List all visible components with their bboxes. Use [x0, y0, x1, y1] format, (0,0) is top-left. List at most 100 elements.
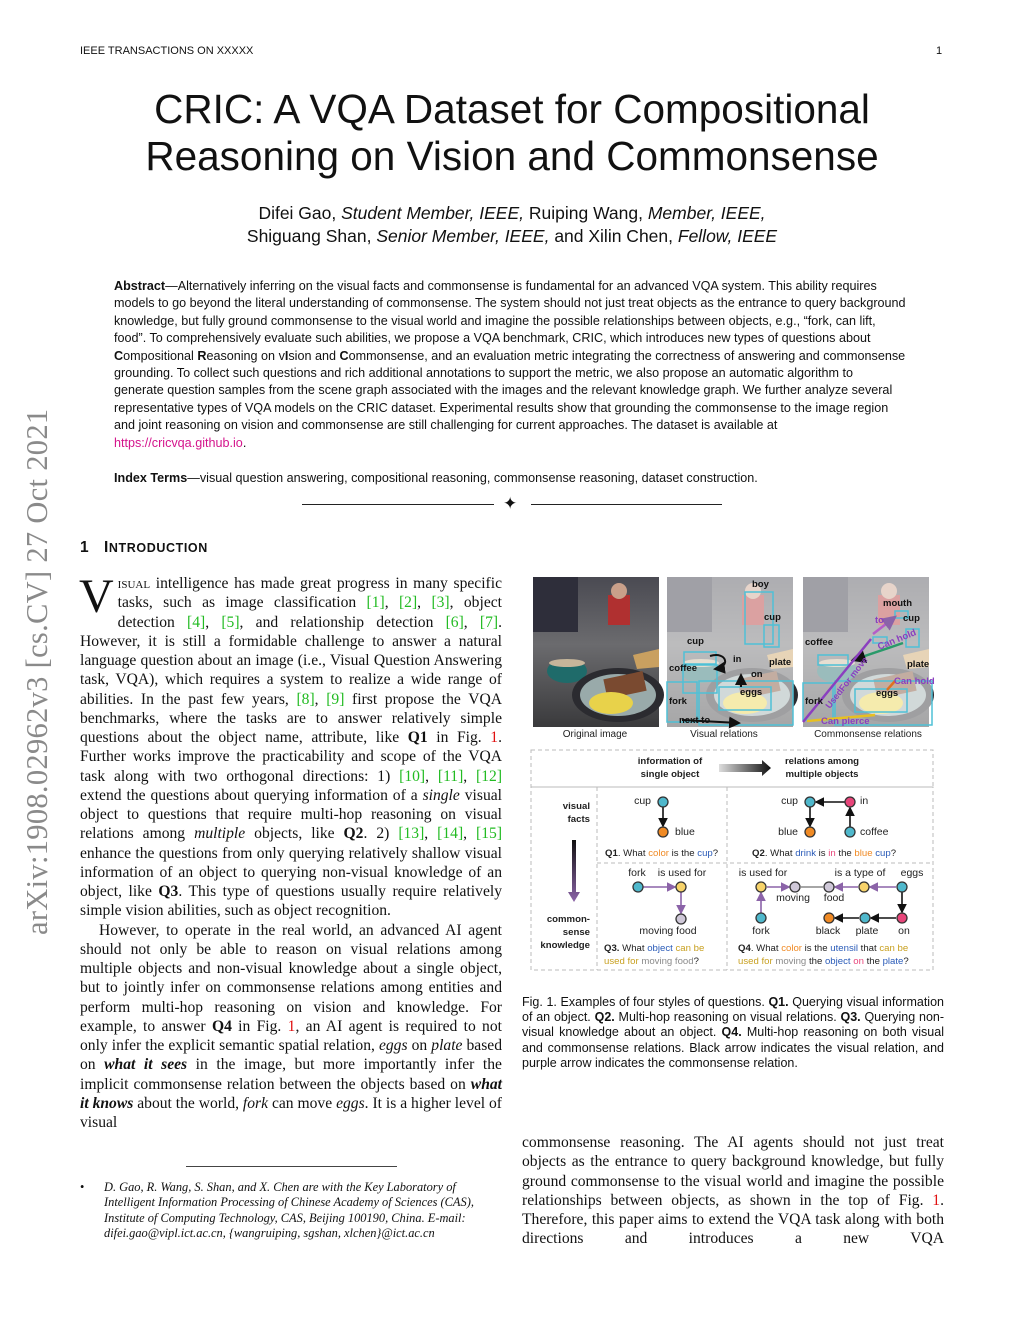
text: . What	[750, 943, 782, 954]
text: Multi-hop reasoning on visual relations.	[614, 1010, 841, 1025]
italic-text: fork	[242, 1094, 269, 1112]
text: . What	[617, 848, 649, 859]
colored-word: used for	[604, 956, 639, 967]
text: ?	[903, 956, 909, 967]
node-label: blue	[778, 826, 798, 838]
text: that	[858, 943, 880, 954]
text: ?	[693, 956, 699, 967]
citation-link[interactable]: [2]	[398, 594, 418, 612]
citation-link[interactable]: [5]	[221, 613, 240, 631]
citation-link[interactable]: [12]	[476, 767, 503, 785]
label-in: in	[733, 654, 742, 665]
italic-text: eggs	[378, 1037, 408, 1054]
italic-text: Member, IEEE,	[647, 203, 766, 223]
bold-italic-text: what it knows	[80, 1075, 502, 1112]
text: the	[806, 956, 825, 967]
text: enhance the questions from only querying…	[80, 844, 502, 901]
text: in the im­age, but more importantly infe…	[80, 1056, 502, 1093]
label-coffee: coffee	[669, 663, 697, 674]
colored-word: color	[648, 848, 669, 859]
text: , object detection	[117, 594, 502, 631]
bold-italic-text: what it sees	[104, 1056, 188, 1074]
caption-original-image: Original image	[562, 729, 628, 740]
text: —visual question answering, compositiona…	[187, 471, 758, 486]
node-label: is used for	[657, 867, 707, 879]
italic-text: Senior Member, IEEE,	[376, 225, 550, 246]
visual-relations-image	[666, 577, 798, 729]
text: ,	[424, 825, 438, 843]
paper-title: CRIC: A VQA Dataset for Compositional Re…	[60, 86, 964, 180]
label-cup: cup	[687, 636, 704, 647]
figure-ref-link[interactable]: 1	[932, 1191, 941, 1209]
label-fork: fork	[805, 696, 823, 707]
colored-word: color	[781, 943, 802, 954]
citation-link[interactable]: [11]	[437, 767, 464, 785]
node-label: coffee	[860, 826, 889, 838]
text: ,	[425, 767, 438, 785]
header-line: single object	[640, 769, 700, 780]
citation-link[interactable]: [13]	[398, 825, 425, 843]
citation-link[interactable]: [10]	[399, 767, 426, 785]
colored-word: cup	[697, 848, 713, 859]
text: ,	[205, 613, 222, 631]
bold-text: Q3.	[840, 1010, 861, 1025]
bold-text: Q1	[605, 848, 618, 859]
colored-word: blue	[854, 848, 873, 859]
bold-text: Q3	[158, 883, 179, 900]
label-can-pierce: Can pierce	[821, 716, 870, 727]
citation-link[interactable]: [15]	[476, 825, 503, 843]
citation-link[interactable]: [9]	[326, 690, 345, 708]
citation-link[interactable]: [6]	[445, 613, 464, 631]
text: first propose the VQA benchmarks, where …	[80, 690, 503, 747]
label-on: on	[751, 669, 763, 680]
text: ompositional	[123, 348, 198, 363]
citation-link[interactable]: [7]	[479, 613, 499, 631]
citation-link[interactable]: [8]	[296, 690, 315, 708]
node-label: in	[860, 795, 869, 807]
node-label: is used for	[738, 867, 788, 879]
bold-text: Abstract	[114, 279, 166, 293]
text: sion and	[288, 348, 340, 363]
text: about the world,	[133, 1094, 243, 1112]
text: objects, like	[245, 825, 344, 843]
text: can move	[268, 1094, 337, 1112]
bold-text: Q2	[343, 825, 364, 843]
bold-text: Q1.	[768, 995, 789, 1009]
colored-word: can be	[879, 943, 909, 954]
original-image	[533, 577, 664, 727]
italic-text: Student Member, IEEE,	[341, 203, 524, 223]
divider-left	[302, 504, 494, 505]
row-line: knowledge	[540, 940, 590, 951]
citation-link[interactable]: [14]	[437, 825, 464, 843]
caption-visual-relations: Visual relations	[690, 729, 758, 740]
scope-arrow-icon	[719, 760, 771, 776]
bold-text: Q4.	[721, 1025, 742, 1040]
text: ,	[463, 613, 480, 631]
index-terms: Index Terms—visual question answering, c…	[114, 470, 906, 487]
colored-word: cup	[875, 848, 891, 859]
node-label: fork	[628, 867, 646, 879]
authors-line-1: Difei Gao, Student Member, IEEE, Ruiping…	[60, 202, 964, 225]
small-caps-text: isual	[117, 575, 151, 592]
label-mouth: mouth	[883, 598, 913, 609]
citation-link[interactable]: [1]	[366, 594, 385, 612]
text: Shiguang Shan,	[246, 225, 377, 246]
intro-paragraph-2: However, to operate in the real world, a…	[80, 921, 502, 1133]
label-to: to	[875, 615, 884, 626]
figure-ref-link[interactable]: 1	[287, 1017, 296, 1035]
citation-link[interactable]: [4]	[187, 613, 206, 631]
url-link[interactable]: https://cricvqa.github.io	[114, 435, 243, 450]
figure-ref-link[interactable]: 1	[490, 729, 499, 746]
colored-word: utensil	[830, 943, 858, 954]
citation-link[interactable]: [3]	[431, 594, 450, 612]
bold-text: Index Terms	[114, 471, 188, 486]
title-line-1: CRIC: A VQA Dataset for Compositional	[154, 86, 870, 132]
node-label: black	[815, 925, 841, 937]
label-next-to: next to	[679, 715, 711, 726]
bold-text: Q2.	[594, 1010, 615, 1025]
